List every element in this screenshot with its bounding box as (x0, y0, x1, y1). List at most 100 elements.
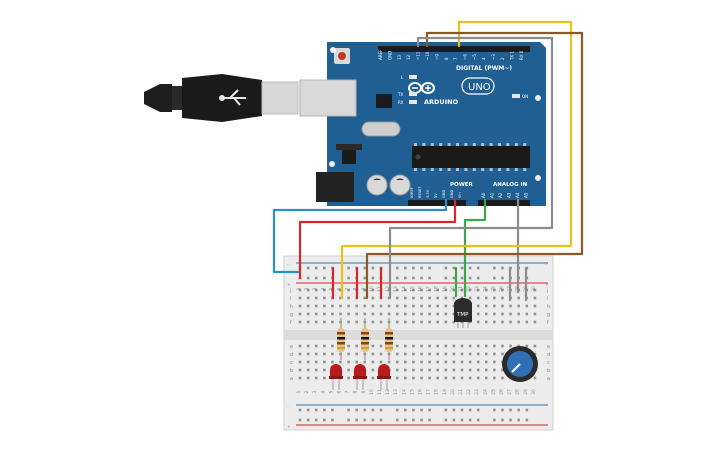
digital-pin-label: 7 (453, 57, 458, 60)
digital-pin-label: 13 (397, 54, 402, 60)
power-header[interactable] (408, 200, 466, 206)
wire-pin13-gray[interactable] (388, 36, 554, 300)
led-rx-indicator (409, 100, 417, 104)
breadboard: - + - + - + 1122334455667788991010111112… (283, 255, 554, 431)
column-number: 29 (523, 389, 529, 395)
analog-header[interactable] (478, 200, 530, 206)
wire-5v-red[interactable] (298, 198, 457, 280)
rail-minus-bottom-left: - (287, 405, 289, 410)
power-pin-label: Vin (458, 192, 462, 198)
column-number: 4 (320, 287, 326, 290)
column-number: 2 (304, 390, 310, 393)
analog-pin-label: A2 (498, 192, 503, 198)
breadboard-center-channel (284, 330, 553, 340)
column-number: 21 (458, 286, 464, 292)
row-letter: a (290, 376, 293, 382)
digital-pin-label: ~11 (416, 51, 421, 60)
column-number: 18 (434, 286, 440, 292)
column-number: 26 (499, 389, 505, 395)
wire-a0-green[interactable] (463, 198, 487, 298)
column-number: 7 (345, 390, 351, 393)
usb-chip (376, 94, 392, 108)
usb-cable (144, 74, 299, 122)
analog-pin-label: A4 (515, 192, 520, 198)
usb-symbol-icon (219, 89, 246, 106)
temperature-sensor[interactable]: TMP (454, 298, 472, 328)
row-letter: b (547, 368, 550, 374)
digital-pin-label: 12 (406, 54, 411, 60)
column-number: 23 (474, 286, 480, 292)
column-number: 12 (385, 286, 391, 292)
led-2[interactable] (353, 364, 367, 390)
resistor-3[interactable] (385, 318, 393, 360)
digital-pin-label: GND (387, 51, 392, 60)
column-number: 15 (409, 286, 415, 292)
rail-minus-top-left: - (287, 263, 289, 268)
led-on-indicator (512, 94, 520, 98)
row-letter: d (547, 352, 550, 358)
digital-header[interactable] (378, 46, 530, 52)
row-letter: f (290, 320, 292, 326)
column-number: 1 (296, 390, 302, 393)
digital-pin-label: 4 (481, 57, 486, 60)
column-number: 30 (531, 286, 537, 292)
breadboard-body (283, 255, 554, 431)
row-letter: e (547, 344, 550, 350)
column-number: 20 (450, 286, 456, 292)
column-number: 15 (409, 389, 415, 395)
column-number: 24 (482, 286, 488, 292)
row-letter: a (547, 376, 550, 382)
row-letter: c (290, 360, 293, 366)
voltage-regulator (342, 150, 356, 164)
digital-pin-label: RX 0 (519, 50, 524, 60)
resistor-2[interactable] (361, 318, 369, 360)
column-number: 13 (393, 389, 399, 395)
led-on-label: ON (522, 94, 528, 99)
analog-pin-label: A5 (524, 192, 529, 198)
arduino-logo-icon (408, 82, 435, 94)
row-letter: b (290, 368, 293, 374)
led-tx-label: TX (397, 92, 403, 97)
led-3[interactable] (377, 364, 391, 390)
crystal-oscillator (361, 121, 401, 137)
resistor-1[interactable] (337, 318, 345, 360)
digital-pin-label: ~5 (472, 54, 477, 60)
brand-label: ARDUINO (424, 98, 459, 106)
wire-pin12-brown[interactable] (365, 31, 584, 300)
column-number: 24 (482, 389, 488, 395)
potentiometer[interactable] (502, 346, 538, 382)
row-letter: h (290, 304, 293, 310)
wire-gnd-blue[interactable] (272, 198, 448, 274)
led-1[interactable] (329, 364, 343, 390)
atmega-chip (412, 146, 530, 168)
column-number: 14 (401, 389, 407, 395)
row-letter: g (547, 312, 550, 318)
digital-pin-label: ~3 (491, 54, 496, 60)
wire-pin8-yellow[interactable] (340, 20, 573, 300)
digital-pin-label: ~9 (434, 54, 439, 60)
wires (272, 20, 584, 302)
column-number: 17 (426, 389, 432, 395)
column-number: 10 (369, 389, 375, 395)
column-number: 20 (450, 389, 456, 395)
analog-label: ANALOG IN (493, 182, 528, 188)
column-number: 6 (337, 390, 343, 393)
column-number: 12 (385, 389, 391, 395)
column-number: 4 (320, 390, 326, 393)
row-letter: j (289, 288, 291, 294)
digital-pin-label: AREF (378, 49, 383, 60)
column-number: 8 (353, 390, 359, 393)
row-letter: e (290, 344, 293, 350)
rail-plus-top-right: + (545, 282, 549, 288)
column-number: 25 (490, 286, 496, 292)
row-letter: d (290, 352, 293, 358)
leds (329, 364, 391, 390)
column-number: 17 (426, 286, 432, 292)
power-jack (316, 172, 354, 202)
led-tx-indicator (409, 92, 417, 96)
row-letter: g (290, 312, 293, 318)
column-number: 18 (434, 389, 440, 395)
